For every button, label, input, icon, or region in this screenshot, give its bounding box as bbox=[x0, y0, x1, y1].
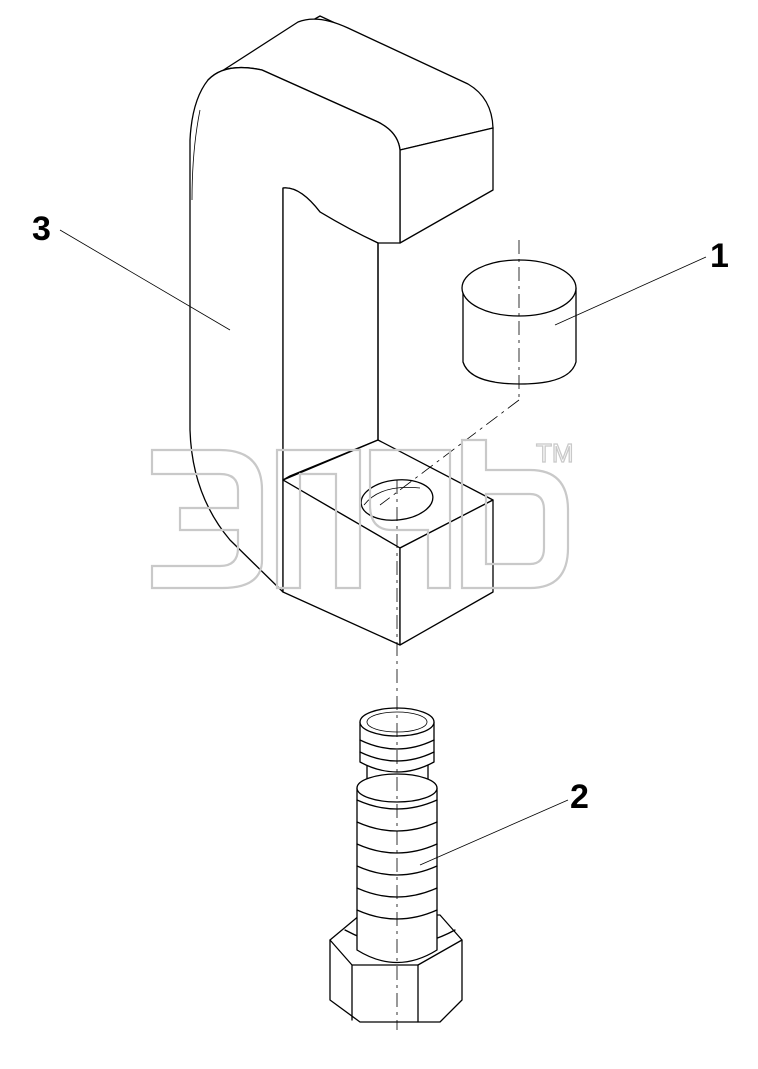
part-2-bolt bbox=[329, 707, 463, 1023]
callout-3: 3 bbox=[32, 210, 51, 248]
part-3-clamp-body bbox=[189, 15, 494, 646]
watermark-trademark: TM bbox=[536, 438, 574, 468]
watermark-logo: TM bbox=[150, 437, 574, 590]
callout-1: 1 bbox=[710, 237, 729, 275]
callout-2: 2 bbox=[570, 778, 589, 816]
leader-lines bbox=[59, 229, 707, 866]
